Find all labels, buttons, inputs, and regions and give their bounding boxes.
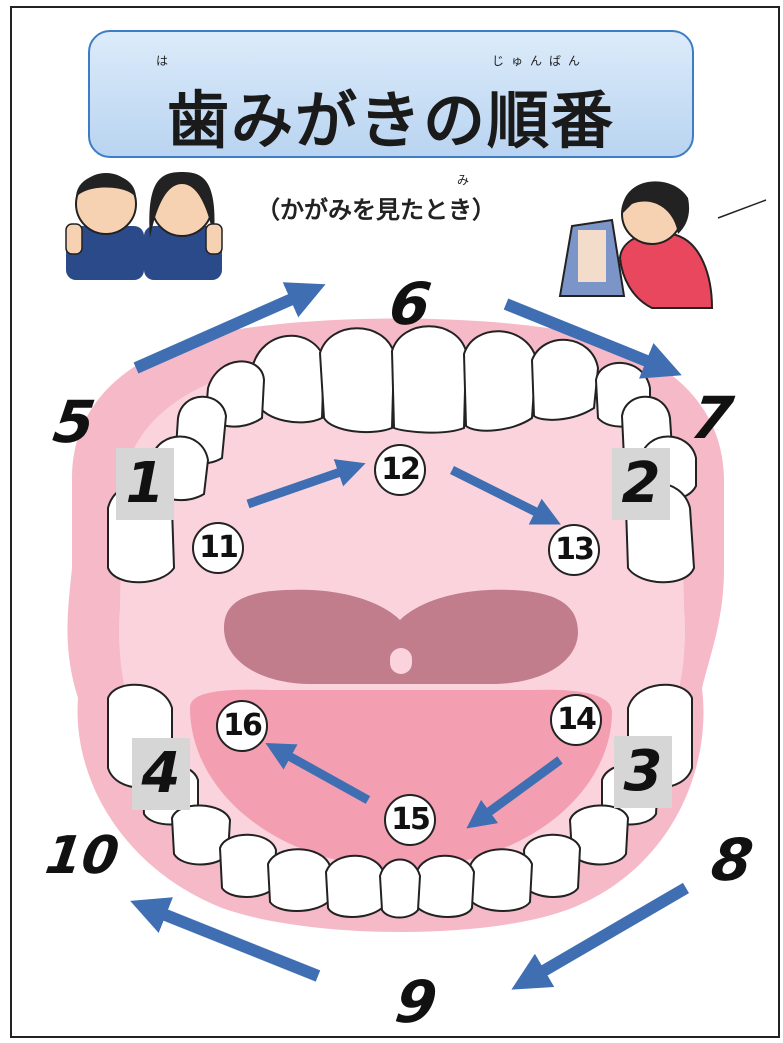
title-banner: は じゅんばん 歯みがきの順番: [88, 30, 694, 158]
step-box-1-label: 1: [125, 451, 165, 516]
arrow-12-to-13: [449, 465, 561, 525]
step-box-2: 2: [612, 448, 670, 520]
step-circle-15: 15: [384, 794, 436, 846]
step-circle-12: 12: [374, 444, 426, 496]
arrow-11-to-12: [246, 459, 366, 509]
arrow-8-to-9: [511, 882, 690, 990]
step-circle-11: 11: [192, 522, 244, 574]
students-brushing-icon: [65, 172, 223, 280]
upper-teeth: [107, 325, 697, 584]
tongue-lower: [190, 689, 612, 868]
subtitle-ruby-mi: み: [457, 173, 470, 187]
step-circle-16: 16: [216, 700, 268, 752]
step-circle-13: 13: [548, 524, 600, 576]
arrow-9-to-10: [130, 897, 321, 982]
step-box-4-label: 4: [141, 741, 181, 806]
child-brushing-at-mirror-icon: [558, 181, 767, 309]
arrow-6-to-7: [503, 298, 682, 379]
step-label-10: 10: [41, 826, 123, 886]
page-title: 歯みがきの順番: [166, 84, 615, 157]
arrow-15-to-16: [265, 743, 371, 804]
step-box-2-label: 2: [621, 451, 661, 516]
step-box-4: 4: [132, 738, 190, 810]
step-box-3-label: 3: [623, 739, 663, 804]
title-ruby-ha: は: [156, 54, 176, 68]
brushing-order-arrows: [130, 282, 690, 990]
subtitle: （かがみを見たとき）: [256, 196, 496, 224]
tongue-upper: [224, 589, 578, 684]
step-circle-14: 14: [550, 694, 602, 746]
mouth-illustration: [65, 172, 767, 990]
diagram-frame: は じゅんばん 歯みがきの順番 み （かがみを見たとき） 5 6 7 8 9 1…: [10, 6, 780, 1038]
step-box-1: 1: [116, 448, 174, 520]
arrow-14-to-15: [466, 756, 563, 829]
arrow-5-to-6: [133, 282, 326, 374]
step-box-3: 3: [614, 736, 672, 808]
title-ruby-junban: じゅんばん: [492, 54, 588, 68]
